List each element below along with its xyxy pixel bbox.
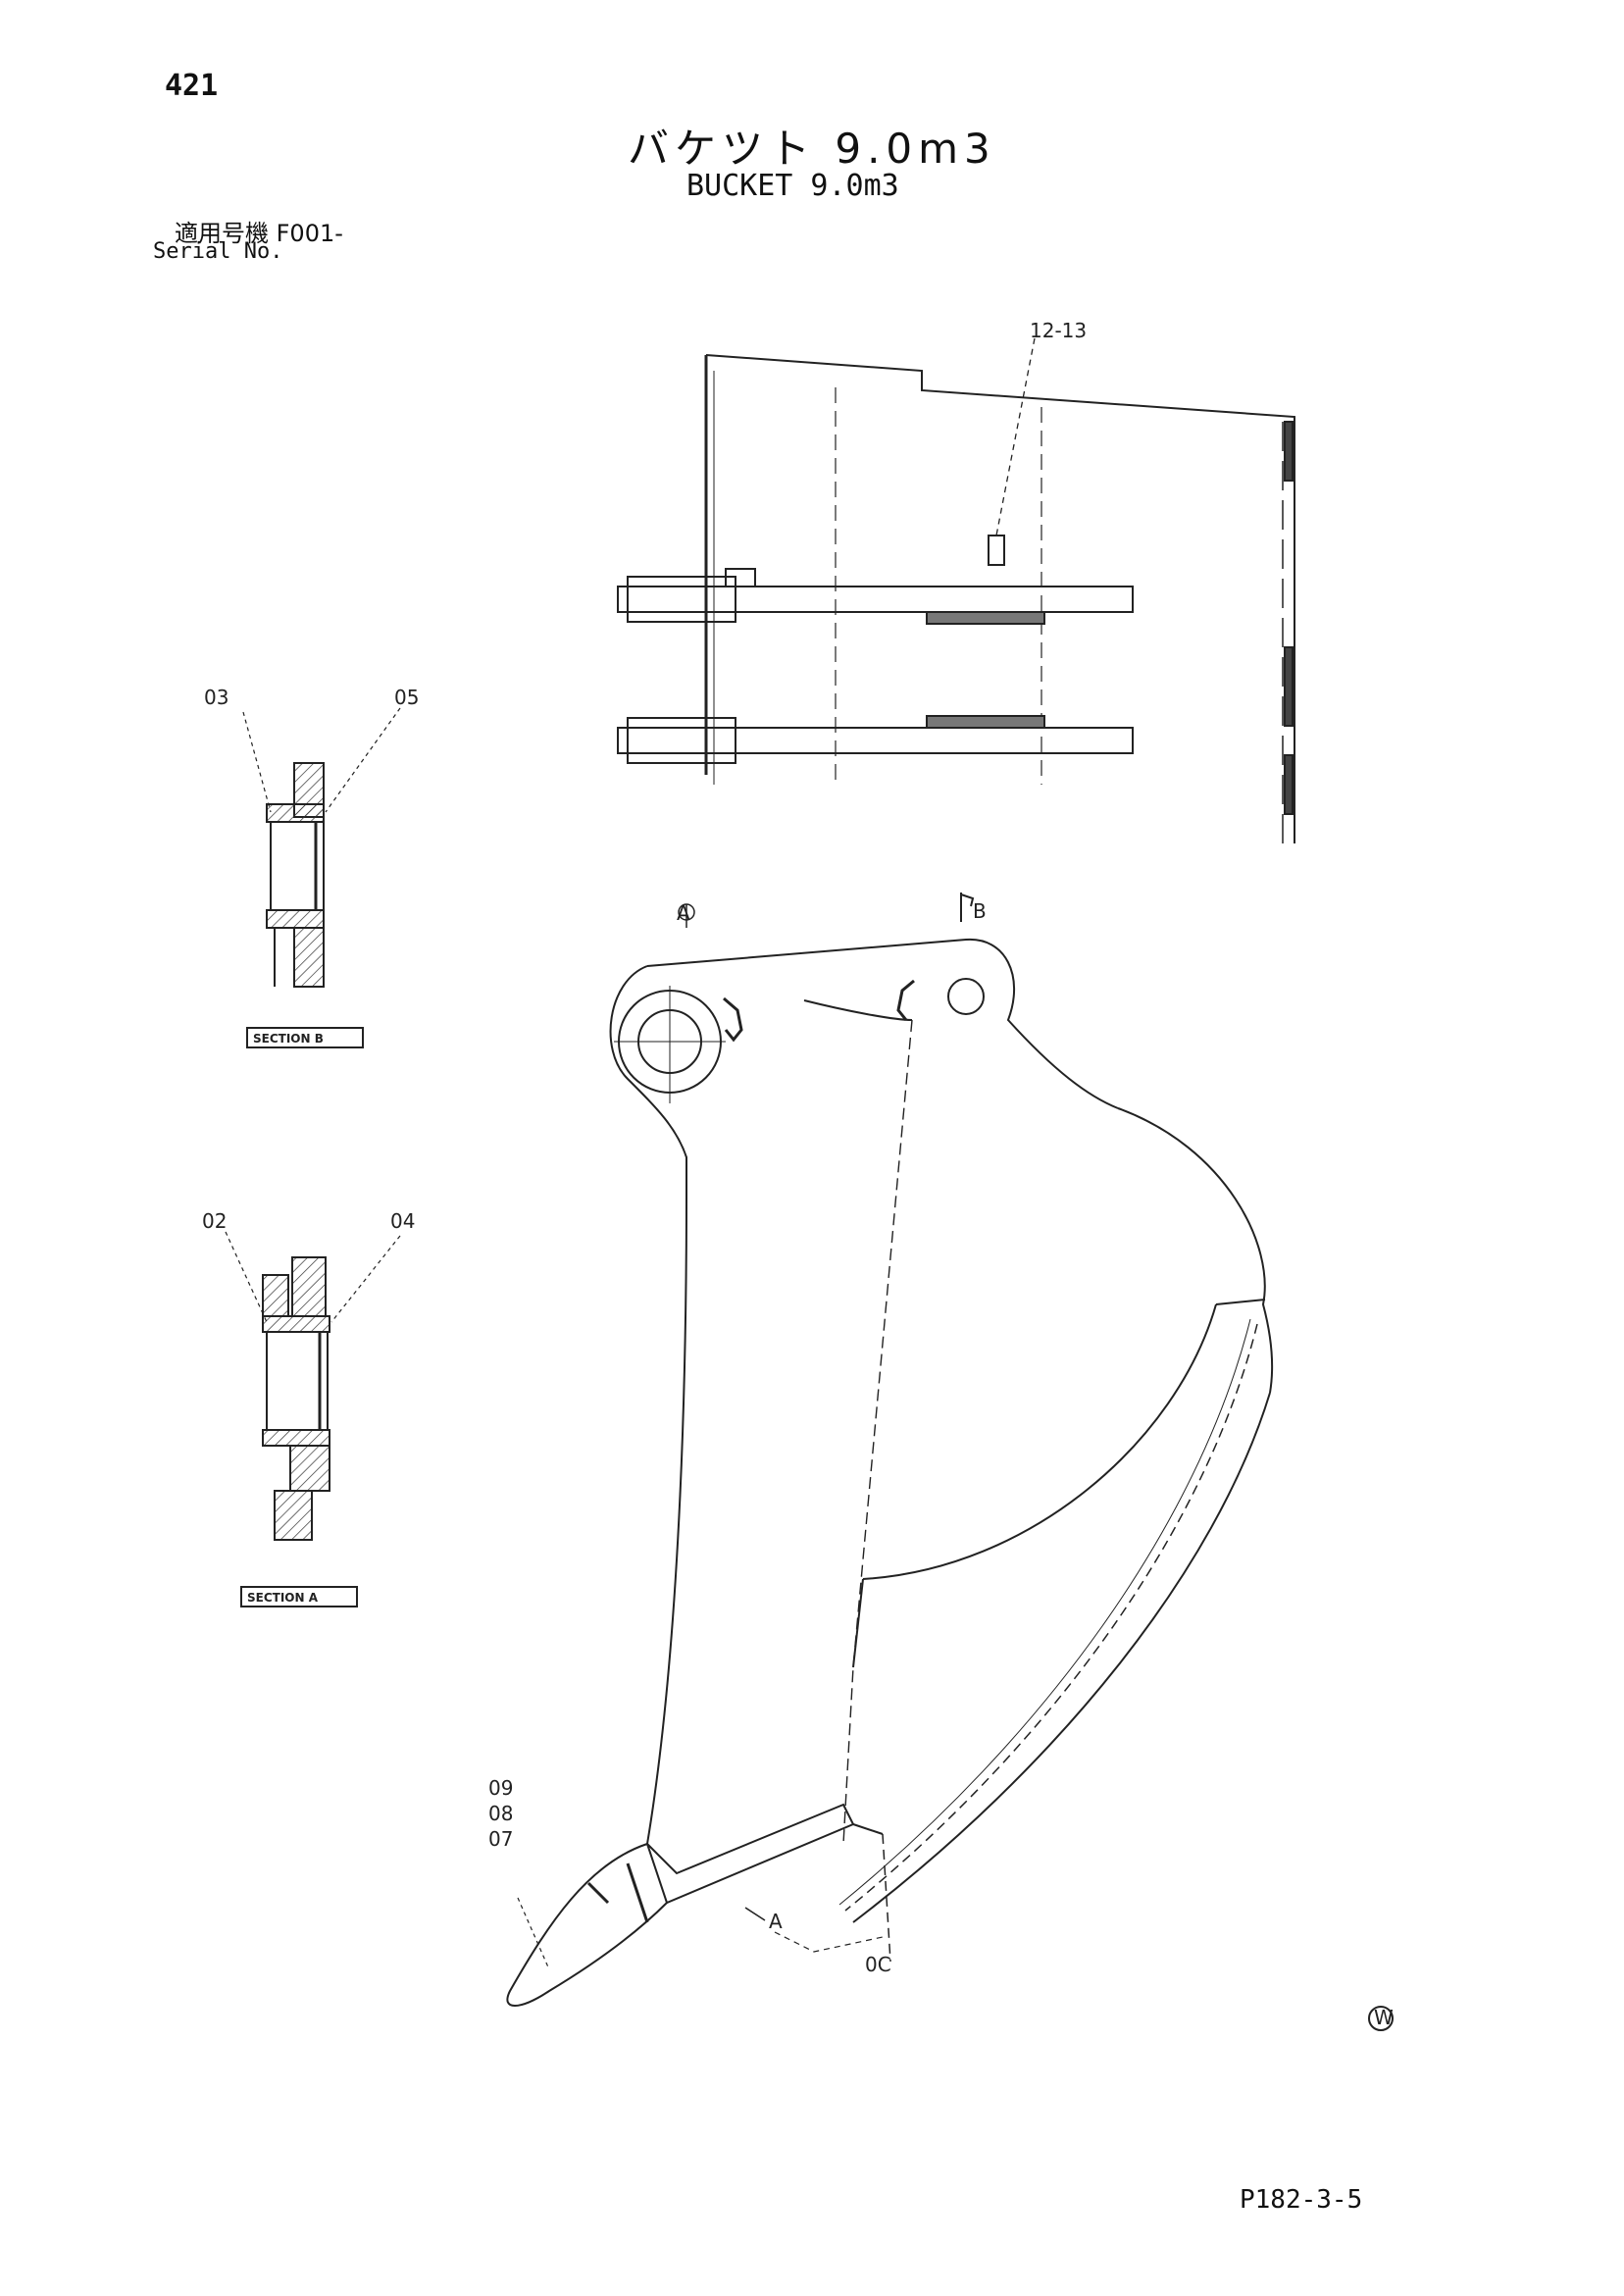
title-japanese: バケツト 9.0m3 — [628, 125, 996, 173]
callout-a-leader: A — [769, 1910, 783, 1933]
page-number: 421 — [165, 69, 219, 103]
callout-03: 03 — [204, 686, 228, 709]
callout-08: 08 — [488, 1802, 513, 1825]
callout-04: 04 — [390, 1209, 415, 1233]
section-marker-b: B — [973, 899, 987, 923]
bucket-side-view — [506, 893, 1394, 2031]
callout-02: 02 — [202, 1209, 227, 1233]
section-a-label: SECTION A — [247, 1591, 319, 1605]
callout-09: 09 — [488, 1776, 513, 1800]
serial-label-english: Serial No. — [153, 239, 283, 264]
callout-07: 07 — [488, 1827, 513, 1851]
section-b-detail — [242, 707, 401, 988]
marker-w: W — [1374, 2006, 1394, 2029]
serial-label-japanese: 適用号機 F001- — [175, 220, 343, 247]
callout-12-13: 12-13 — [1030, 319, 1087, 342]
section-marker-a: A — [677, 901, 690, 925]
bucket-top-view — [617, 337, 1295, 843]
title-english: BUCKET 9.0m3 — [686, 169, 899, 203]
callout-0c: 0C — [865, 1953, 891, 1976]
section-b-label-box — [246, 1027, 364, 1048]
section-b-label: SECTION B — [253, 1032, 324, 1046]
document-code: P182-3-5 — [1240, 2185, 1363, 2215]
section-a-label-box — [240, 1586, 358, 1607]
section-a-detail — [225, 1231, 401, 1541]
callout-05: 05 — [394, 686, 419, 709]
